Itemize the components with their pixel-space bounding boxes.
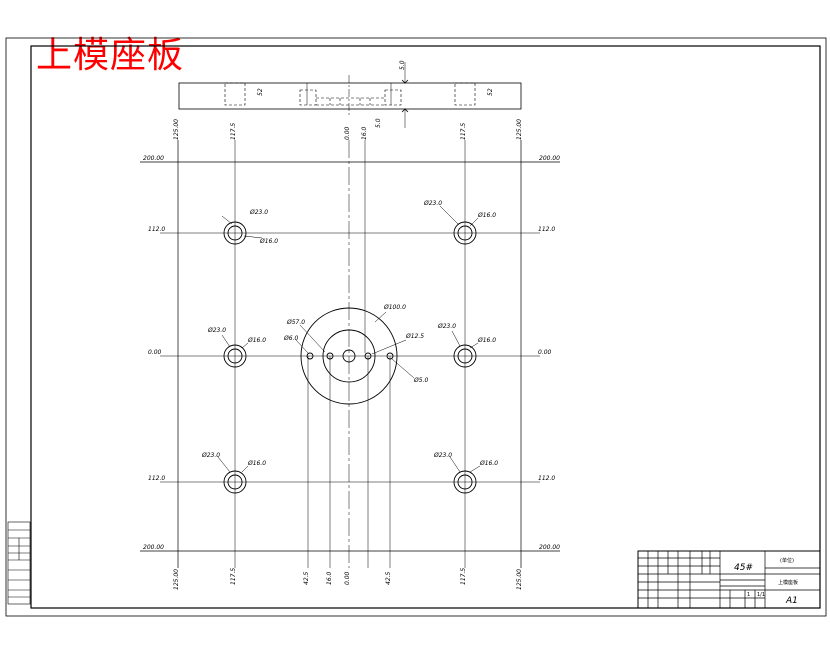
dim-d12: Ø12.5 [405,333,424,340]
dim-side-52-right: 52 [487,88,494,96]
dim-side-5-top: 5.0 [399,60,406,70]
dim-top-right-125: 125.00 [516,119,523,140]
dim-d23-bl: Ø23.0 [201,452,220,459]
dim-top-center-0: 0.00 [344,126,351,140]
guide-hole-mr [453,344,477,368]
dim-row-112-br: 112.0 [538,475,555,482]
dim-row-200-tl: 200.00 [143,155,164,162]
title-block [637,550,821,609]
dim-top-left-117: 117.5 [230,123,237,140]
outer-border [5,37,827,617]
dim-side-52-left: 52 [257,88,264,96]
dim-d23-br: Ø23.0 [433,452,452,459]
dim-row-200-br: 200.00 [539,544,560,551]
title-block-company: (单位) [780,557,794,564]
title-block-scale: 1 [747,592,750,598]
dim-d23-mr: Ø23.0 [437,323,456,330]
dim-bottom-42-right: 42.5 [385,571,392,585]
guide-hole-bl [223,470,247,494]
dim-row-0-l: 0.00 [148,349,162,356]
dim-row-112-tr: 112.0 [538,226,555,233]
dim-bottom-right-125: 125.00 [516,569,523,590]
title-block-sheet: 1/1 [757,592,765,598]
side-view [178,62,522,128]
sprue-bush-circle [322,329,376,383]
dim-d23-tr: Ø23.0 [423,200,442,207]
dim-bottom-16: 16.0 [326,571,333,585]
dim-d16-br: Ø16.0 [479,460,498,467]
dim-d23-ml: Ø23.0 [207,327,226,334]
leader-lines [217,205,481,473]
dim-d16-mr: Ø16.0 [477,337,496,344]
dim-top-left-125: 125.00 [173,119,180,140]
dim-d100: Ø100.0 [383,304,406,311]
plan-view-lines [140,140,560,568]
dim-bottom-center-0: 0.00 [344,571,351,585]
guide-hole-ml [223,344,247,368]
title-block-part-name: 上模座板 [778,579,798,586]
dim-row-112-tl: 112.0 [148,226,165,233]
drawing-title: 上模座板 [36,35,185,76]
inner-border [30,45,821,609]
title-block-material: 45# [734,563,753,573]
dim-row-200-bl: 200.00 [143,544,164,551]
title-block-drawing-no: A1 [785,596,798,606]
dim-top-right-117: 117.5 [460,123,467,140]
dim-bottom-left-117: 117.5 [230,568,237,585]
dim-bottom-right-117: 117.5 [460,568,467,585]
dim-d57: Ø57.0 [286,319,305,326]
dim-d16-bl: Ø16.0 [247,460,266,467]
side-stamp-table [7,521,31,605]
dim-bottom-42-left: 42.5 [303,571,310,585]
dim-d16-ml: Ø16.0 [247,337,266,344]
dim-row-200-tr: 200.00 [539,155,560,162]
dim-d5: Ø5.0 [413,377,428,384]
guide-holes [223,221,477,494]
dim-bottom-left-125: 125.00 [173,569,180,590]
dim-d16-tl: Ø16.0 [259,238,278,245]
dim-d16-tr: Ø16.0 [477,212,496,219]
dim-row-0-r: 0.00 [538,349,552,356]
dim-d6: Ø6.0 [283,335,298,342]
dim-top-center-16: 16.0 [361,126,368,140]
dim-d23-tl: Ø23.0 [249,209,268,216]
guide-hole-br [453,470,477,494]
guide-hole-tl [223,221,247,245]
dim-row-112-bl: 112.0 [148,475,165,482]
locating-ring-circle [300,307,398,405]
dim-side-5-bottom: 5.0 [375,118,382,128]
guide-hole-tr [453,221,477,245]
